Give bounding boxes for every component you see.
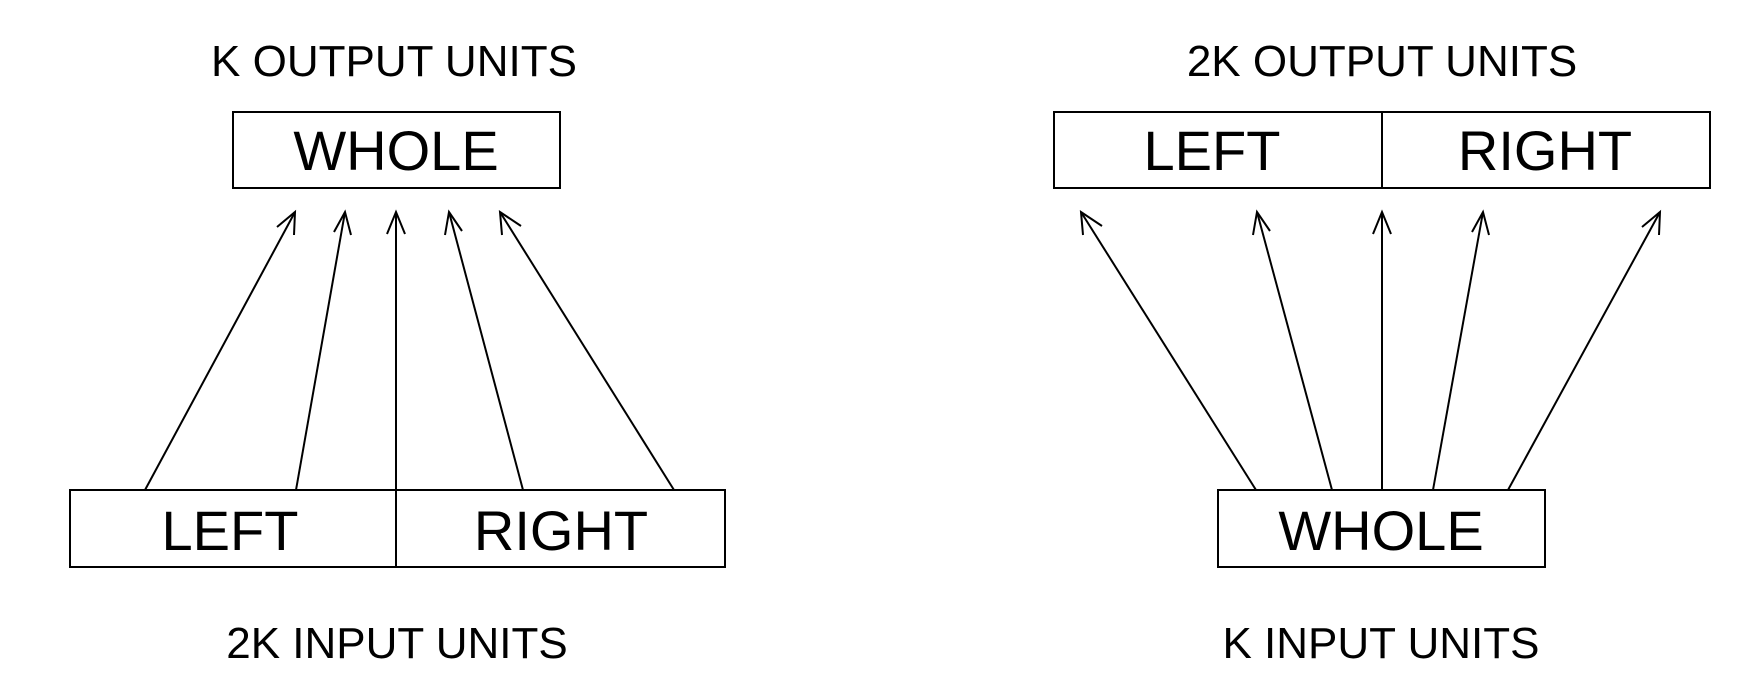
right-bottom-box-label: WHOLE [1278,499,1483,562]
left-bottom-box-right-label: RIGHT [474,499,648,562]
right-top-box-right-label: RIGHT [1458,119,1632,182]
right-arrow-5 [1507,209,1662,491]
left-arrow-4 [444,209,524,491]
right-top-caption: 2K OUTPUT UNITS [1187,37,1577,86]
right-bottom-box-rect [1217,489,1546,568]
right-arrow-2 [1252,209,1333,491]
left-arrow-1 [144,209,297,491]
left-top-box-rect [232,111,561,189]
left-bottom-box-rect [69,489,726,568]
left-arrow-5 [498,210,675,491]
right-arrows [1079,209,1662,491]
left-arrow-2 [295,209,352,491]
left-arrows [144,209,675,491]
left-top-caption: K OUTPUT UNITS [211,37,577,86]
right-bottom-box: WHOLE [1217,489,1546,568]
right-arrow-4 [1432,209,1490,491]
left-top-box-label: WHOLE [293,119,498,182]
left-bottom-box: LEFT RIGHT [69,489,726,568]
left-bottom-caption: 2K INPUT UNITS [226,619,567,668]
right-panel: 2K OUTPUT UNITS LEFT RIGHT [1053,37,1711,668]
right-bottom-caption: K INPUT UNITS [1222,619,1539,668]
right-arrow-3 [1372,209,1392,490]
left-arrow-3 [386,209,406,490]
left-panel: K OUTPUT UNITS WHOLE [69,37,726,668]
right-top-box: LEFT RIGHT [1053,111,1711,189]
left-bottom-box-left-label: LEFT [162,499,299,562]
right-arrow-1 [1079,210,1257,491]
left-top-box: WHOLE [232,111,561,189]
right-top-box-left-label: LEFT [1144,119,1281,182]
